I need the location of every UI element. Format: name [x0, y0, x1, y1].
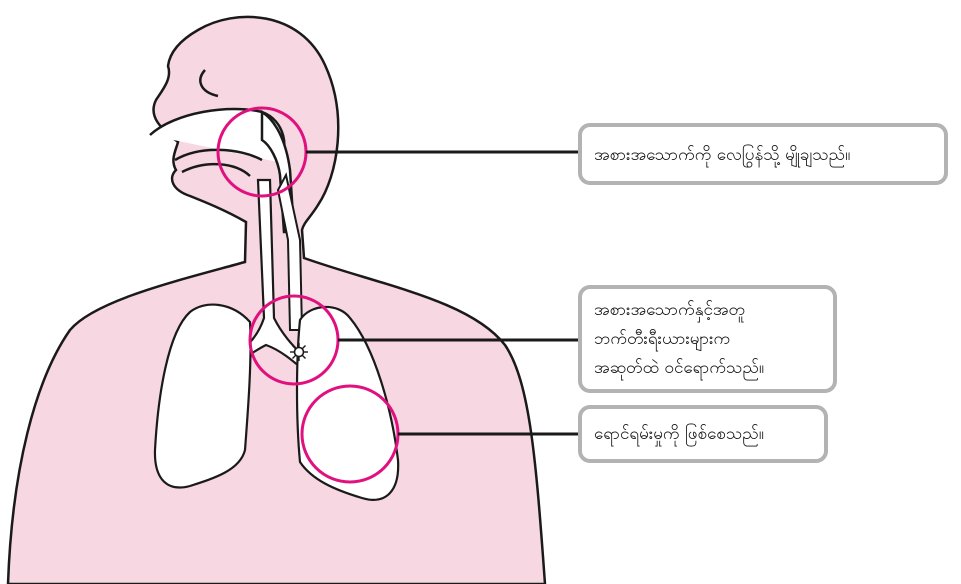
callout-bacteria-entry: အစားအသောက်နှင့်အတူ ဘက်တီးရီးယားများက အဆု…	[578, 285, 837, 393]
callout-inflammation: ရောင်ရမ်းမှုကို ဖြစ်စေသည်။	[578, 405, 828, 463]
callout-text: အစားအသောက်ကို လေပြွန်သို့ မျိုချသည်။	[594, 141, 932, 170]
callout-swallowing: အစားအသောက်ကို လေပြွန်သို့ မျိုချသည်။	[578, 123, 948, 185]
callout-text: အစားအသောက်နှင့်အတူ	[594, 296, 821, 325]
virus-icon	[290, 343, 308, 361]
callout-text: အဆုတ်ထဲ ဝင်ရောက်သည်။	[594, 354, 821, 383]
callout-text: ရောင်ရမ်းမှုကို ဖြစ်စေသည်။	[594, 420, 812, 449]
callout-text: ဘက်တီးရီးယားများက	[594, 325, 821, 354]
